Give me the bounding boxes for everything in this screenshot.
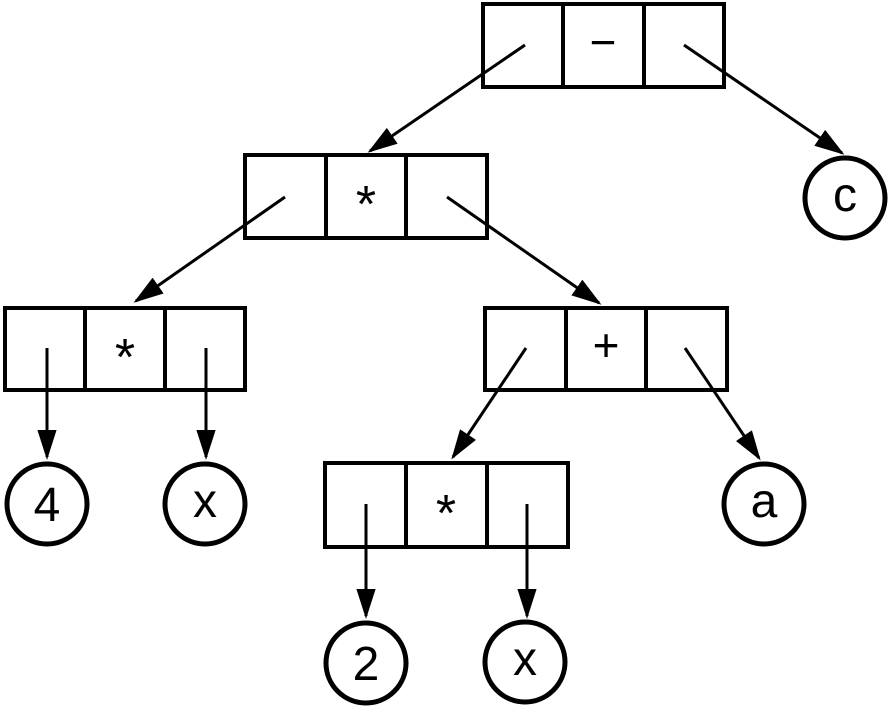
mul-l3-node-box <box>3 306 247 392</box>
leaf-circles <box>4 155 888 706</box>
root-right-pointer-arrow <box>683 43 845 155</box>
plus-l3-left-pointer-arrow <box>451 347 528 460</box>
plus-l3-operator-label: + <box>593 319 620 371</box>
leaf-label-x-mid: x <box>193 475 217 528</box>
mul-l2-operator-label: * <box>356 176 376 234</box>
mul-l2-left-pointer-arrow <box>133 195 286 303</box>
leaf-label-a: a <box>751 475 778 528</box>
root-node-box <box>481 2 726 89</box>
leaf-circle-x-mid <box>162 461 248 547</box>
mul-l4-operator-label: * <box>436 485 456 543</box>
root-operator-label: − <box>590 16 617 68</box>
mul-l4-node-box <box>323 461 570 549</box>
root-left-pointer-arrow <box>367 43 526 153</box>
node-labels: − * * + * c 4 x a 2 x <box>34 16 857 691</box>
leaf-label-x-bottom: x <box>513 633 537 686</box>
leaf-circle-a <box>721 461 807 547</box>
mul-l3-operator-label: * <box>115 329 135 387</box>
node-boxes <box>3 2 729 549</box>
mul-l2-node-box <box>243 153 489 240</box>
plus-l3-right-pointer-arrow <box>683 347 761 461</box>
leaf-circle-c <box>802 155 888 241</box>
leaf-circle-x-bottom <box>482 619 568 705</box>
pointer-arrows <box>37 43 845 619</box>
leaf-circle-four <box>4 461 90 547</box>
leaf-circle-two <box>323 620 409 706</box>
leaf-label-c: c <box>833 169 857 222</box>
leaf-label-four: 4 <box>34 479 61 532</box>
plus-l3-node-box <box>483 306 729 392</box>
leaf-label-two: 2 <box>353 638 380 691</box>
mul-l2-right-pointer-arrow <box>446 195 602 305</box>
